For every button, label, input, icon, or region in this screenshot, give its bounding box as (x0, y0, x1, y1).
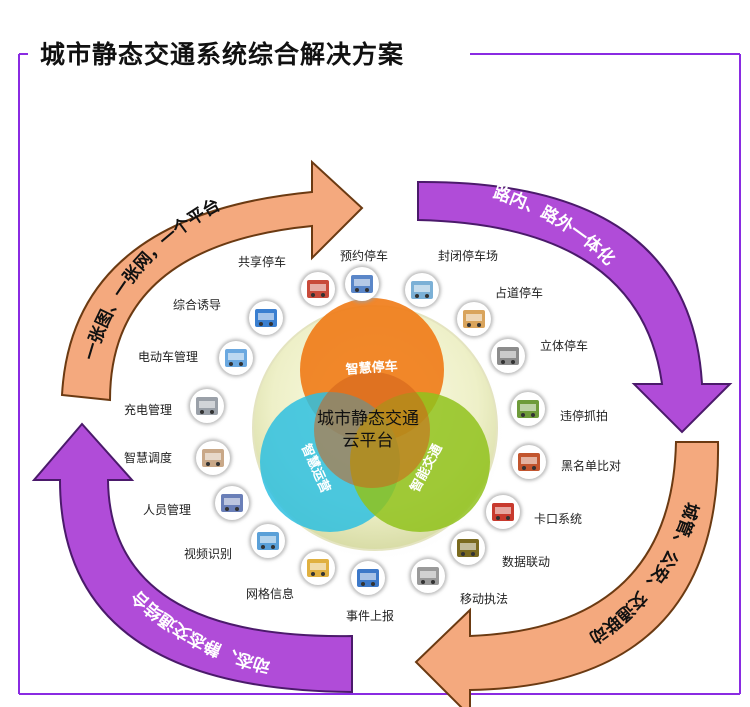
arrow-bottom-right (414, 441, 720, 707)
data-link-icon (451, 531, 485, 565)
node-label: 卡口系统 (534, 512, 583, 526)
grid-info-icon (301, 551, 335, 585)
operator-icon (196, 441, 230, 475)
video-recognition-icon (251, 524, 285, 558)
venn-core (314, 372, 430, 488)
shared-parking-icon (301, 272, 335, 306)
venn-label-parking: 智慧停车 (345, 358, 398, 378)
plate-compare-icon (512, 445, 546, 479)
node-label: 智慧调度 (124, 451, 173, 465)
node-label: 事件上报 (346, 609, 395, 623)
arrow-top-left (60, 159, 364, 402)
node-label: 违停抓拍 (560, 409, 609, 423)
stereo-garage-icon (491, 339, 525, 373)
guidance-board-icon (249, 301, 283, 335)
center-title-line2: 云平台 (343, 431, 394, 451)
node-label: 移动执法 (460, 592, 509, 606)
node-label: 占道停车 (495, 286, 544, 300)
node-label: 人员管理 (143, 503, 192, 517)
mobile-law-icon (411, 559, 445, 593)
node-label: 封闭停车场 (438, 249, 499, 263)
parking-lot-icon (405, 273, 439, 307)
node-label: 共享停车 (238, 255, 287, 269)
node-label: 网格信息 (246, 587, 295, 601)
node-label: 预约停车 (340, 249, 389, 263)
center-title-line1: 城市静态交通 (317, 409, 419, 429)
magnifier-icon (219, 341, 253, 375)
page-title: 城市静态交通系统综合解决方案 (30, 38, 415, 72)
node-label: 视频识别 (184, 547, 233, 561)
arrow-top-right (417, 180, 733, 434)
venn-group (260, 298, 490, 532)
roadside-parking-icon (457, 302, 491, 336)
node-label: 综合诱导 (173, 298, 222, 312)
node-label: 立体停车 (540, 339, 589, 353)
node-label: 数据联动 (502, 555, 551, 569)
charging-icon (190, 389, 224, 423)
arrow-bottom-left (31, 422, 353, 694)
camera-pole-icon (511, 392, 545, 426)
car-lift-icon (345, 267, 379, 301)
node-label: 充电管理 (124, 403, 173, 417)
checkpoint-icon (486, 495, 520, 529)
people-icon (215, 486, 249, 520)
event-report-icon (351, 561, 385, 595)
node-label: 电动车管理 (138, 350, 199, 364)
node-label: 黑名单比对 (561, 459, 622, 473)
frame (18, 53, 741, 695)
